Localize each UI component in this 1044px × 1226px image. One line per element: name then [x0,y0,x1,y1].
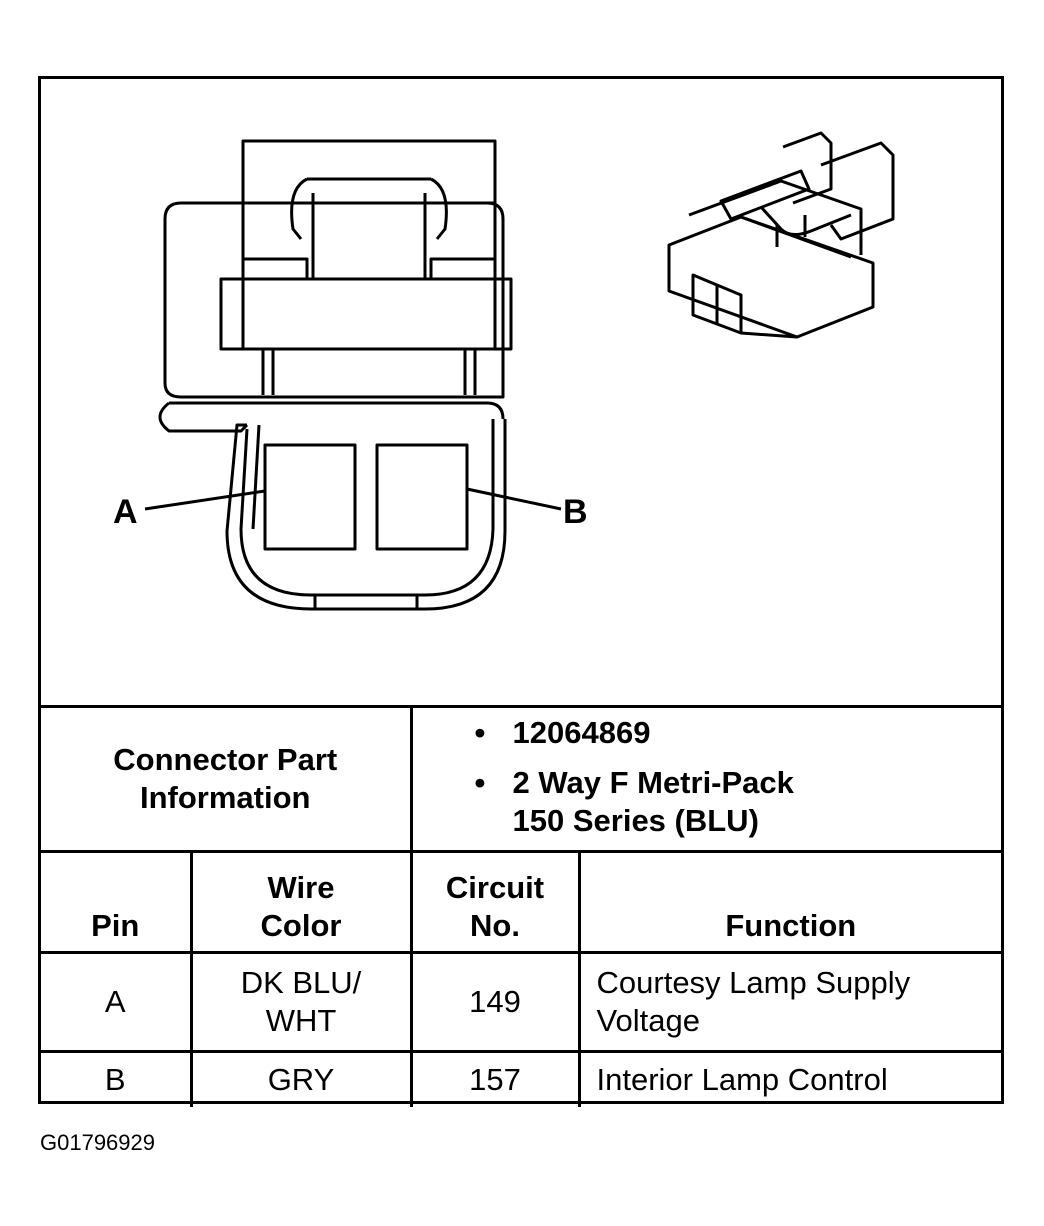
pin-cell: B [41,1050,193,1107]
function-cell: Interior Lamp Control [577,1050,1002,1107]
header-pin: Pin [41,850,193,954]
connector-info-values: •12064869 •2 Way F Metri-Pack 150 Series… [409,705,1002,853]
pin-cell: A [41,951,193,1053]
connector-series: 150 Series (BLU) [512,803,759,838]
connector-face-view [144,131,895,611]
connector-info-label-line1: Connector Part [113,742,338,777]
header-function: Function [577,850,1002,954]
table-row: B GRY 157 Interior Lamp Control [41,1050,1002,1107]
connector-info-label-line2: Information [140,780,311,815]
wire-color-cell: DK BLU/WHT [189,951,413,1053]
pin-label-b: B [563,493,588,531]
connector-frame: A B Connector Part Information •12064869… [38,76,1004,1107]
connector-drawing: A B [41,79,1001,705]
pin-label-a: A [113,493,138,531]
connector-part-number: •12064869 [474,715,651,750]
connector-type: •2 Way F Metri-Pack [474,765,794,800]
connector-table: Connector Part Information •12064869 •2 … [41,705,1002,1107]
circuit-cell: 149 [409,951,581,1053]
circuit-cell: 157 [409,1050,581,1107]
connector-info-label: Connector Part Information [41,705,413,853]
figure-code: G01796929 [40,1130,155,1155]
connector-info-row: Connector Part Information •12064869 •2 … [41,705,1002,853]
wire-color-cell: GRY [189,1050,413,1107]
